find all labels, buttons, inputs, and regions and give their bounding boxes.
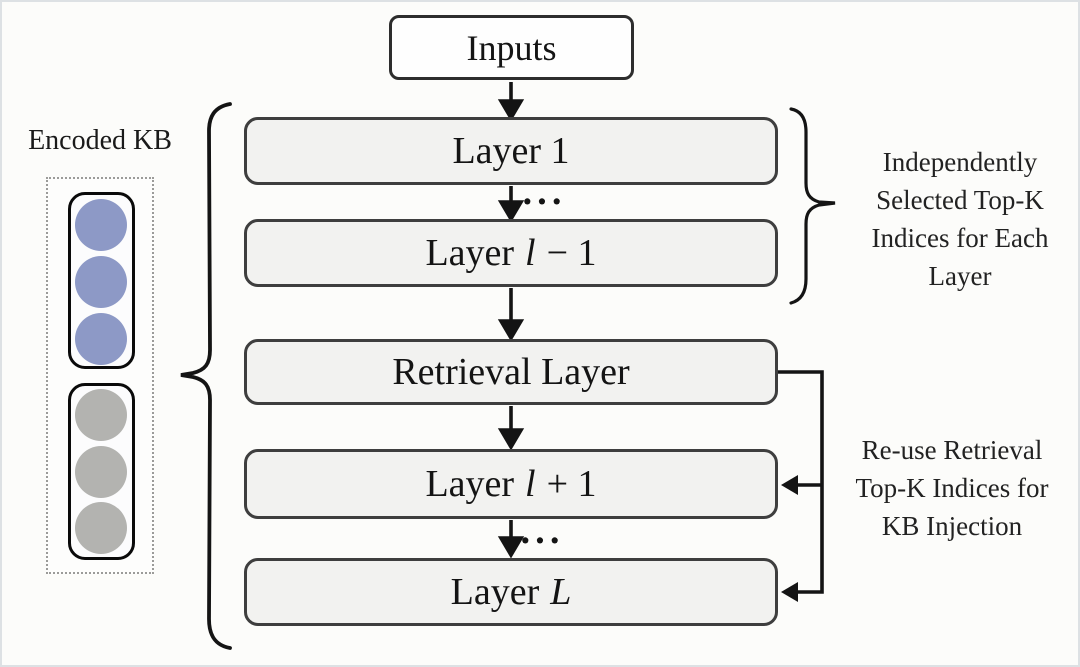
layer-var: l — [525, 232, 536, 274]
reuse-connector — [778, 370, 824, 594]
kb-vector-dot-blue — [75, 256, 127, 308]
annotation-independent: Independently Selected Top-K Indices for… — [842, 143, 1078, 295]
annotation-line: Re-use Retrieval — [861, 435, 1043, 465]
arrowhead-lplus1-to-layerL — [497, 536, 525, 559]
annotation-line: KB Injection — [881, 511, 1023, 541]
other-kb-stack — [68, 383, 135, 560]
ellipsis-top: ··· — [521, 181, 566, 223]
inputs-box: Inputs — [389, 15, 634, 80]
annotation-line: Independently — [882, 147, 1038, 177]
ellipsis-bottom: ··· — [519, 520, 564, 562]
layer-word: Layer — [425, 463, 515, 505]
annotation-line: Layer — [928, 261, 992, 291]
layer-1-box: Layer 1 — [244, 117, 778, 185]
kb-vector-dot-gray — [75, 446, 127, 498]
arrowhead-retrieval-to-lplus1 — [497, 428, 525, 451]
retrieved-kb-stack — [68, 192, 135, 369]
arrowhead-into-layerL — [781, 582, 798, 602]
layer-word: Layer — [450, 571, 540, 613]
arrowhead-into-lplus1 — [781, 475, 798, 495]
arrowhead-lminus1-to-retrieval — [497, 319, 525, 342]
right-brace — [789, 107, 836, 305]
layer-word: Layer — [425, 232, 515, 274]
layer-op: + 1 — [546, 463, 597, 505]
left-brace — [180, 102, 232, 650]
retrieval-layer-box: Retrieval Layer — [244, 339, 778, 405]
layer-var: L — [550, 571, 572, 613]
arrowhead-inputs-to-layer1 — [497, 99, 525, 122]
kb-vector-dot-blue — [75, 199, 127, 251]
annotation-line: Indices for Each — [871, 223, 1049, 253]
kb-vector-dot-gray — [75, 502, 127, 554]
layer-op: − 1 — [546, 232, 597, 274]
encoded-kb-label: Encoded KB — [28, 125, 172, 156]
annotation-line: Top-K Indices for — [855, 473, 1049, 503]
annotation-reuse: Re-use Retrieval Top-K Indices for KB In… — [834, 431, 1070, 545]
kb-vector-dot-gray — [75, 389, 127, 441]
arrowhead-layer1-to-lminus1 — [497, 200, 525, 223]
layer-var: l — [525, 463, 536, 505]
kb-vector-dot-blue — [75, 313, 127, 365]
annotation-line: Selected Top-K — [876, 185, 1044, 215]
